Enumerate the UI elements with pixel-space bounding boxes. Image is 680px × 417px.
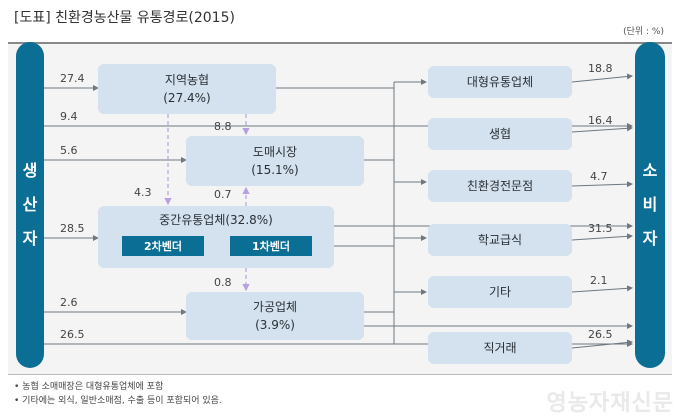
- channel-other: 기타: [428, 276, 572, 308]
- value-out-eco: 4.7: [590, 170, 608, 183]
- flow-out-school: [571, 233, 633, 241]
- value-in-processing: 2.6: [60, 296, 78, 309]
- value-out-school: 31.5: [588, 222, 613, 235]
- channel-coop: 생협: [428, 118, 572, 150]
- consumer-char: 소: [642, 161, 658, 180]
- value-out-coop: 16.4: [588, 114, 613, 127]
- node-label: 도매시장: [252, 145, 298, 159]
- flow-out-other: [571, 285, 633, 293]
- value-middle-to-wholesale: 0.7: [214, 188, 232, 201]
- value-out-large: 18.8: [588, 62, 613, 75]
- value-in-wholesale: 5.6: [60, 144, 78, 157]
- flow-out-direct: [571, 339, 633, 349]
- channel-label: 기타: [488, 285, 512, 299]
- value-local-to-wholesale: 8.8: [214, 120, 232, 133]
- chart-title: [도표] 친환경농산물 유통경로(2015): [14, 10, 235, 26]
- channel-label: 학교급식: [477, 233, 523, 247]
- footnote: • 농협 소매매장은 대형유통업체에 포함: [14, 382, 164, 392]
- value-local-to-middle: 4.3: [134, 186, 152, 199]
- value-in-middle: 28.5: [60, 222, 85, 235]
- value-middle-to-processing: 0.8: [214, 276, 232, 289]
- node-share: (27.4%): [163, 91, 211, 105]
- sub-vendor-1: 1차벤더: [230, 236, 312, 256]
- node-processing: 가공업체 (3.9%): [186, 292, 364, 340]
- node-label: 가공업체: [252, 300, 298, 314]
- channel-label: 친환경전문점: [466, 179, 534, 193]
- node-label: 지역농협: [164, 73, 210, 87]
- value-in-local: 27.4: [60, 72, 85, 85]
- value-in-direct: 26.5: [60, 328, 85, 341]
- watermark: 영농자재신문: [546, 391, 674, 416]
- producer-char: 생: [22, 161, 38, 180]
- node-local-coop: 지역농협 (27.4%): [98, 64, 276, 114]
- channel-label: 생협: [488, 127, 512, 141]
- consumer-column: 소 비 자: [635, 42, 665, 368]
- consumer-char: 비: [642, 195, 658, 214]
- node-share: (3.9%): [255, 318, 295, 332]
- node-wholesale: 도매시장 (15.1%): [186, 136, 364, 186]
- node-share: (15.1%): [251, 163, 299, 177]
- channel-school-meal: 학교급식: [428, 224, 572, 256]
- flow-out-coop: [571, 125, 633, 133]
- consumer-char: 자: [642, 229, 658, 248]
- unit-label: (단위 : %): [623, 27, 664, 37]
- producer-char: 산: [22, 195, 38, 214]
- footnote: • 기타에는 외식, 일반소매점, 수출 등이 포함되어 있음.: [14, 396, 222, 406]
- node-label: 중간유통업체(32.8%): [159, 213, 273, 227]
- flow-out-large: [571, 73, 633, 83]
- value-in-coop: 9.4: [60, 110, 78, 123]
- sub-vendor-2: 2차벤더: [122, 236, 204, 256]
- channel-eco-store: 친환경전문점: [428, 170, 572, 202]
- channel-label: 직거래: [483, 341, 517, 355]
- channel-large-retail: 대형유통업체: [428, 66, 572, 98]
- flow-out-eco: [571, 181, 633, 188]
- channel-label: 대형유통업체: [466, 75, 534, 89]
- value-out-direct: 26.5: [588, 328, 613, 341]
- value-out-other: 2.1: [590, 274, 608, 287]
- producer-char: 자: [22, 229, 38, 248]
- channel-direct: 직거래: [428, 332, 572, 364]
- producer-column: 생 산 자: [16, 42, 44, 368]
